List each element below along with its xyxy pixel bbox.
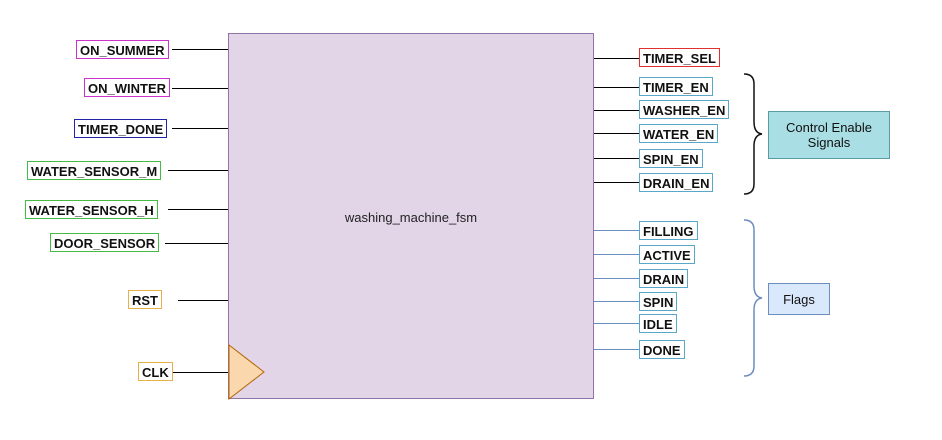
output-wire-filling: [594, 230, 639, 231]
input-label-water-sensor-m: WATER_SENSOR_M: [27, 161, 162, 180]
input-wire-water-sensor-h: [168, 209, 228, 210]
output-wire-idle: [594, 323, 639, 324]
input-label-on-summer: ON_SUMMER: [76, 40, 169, 59]
flags-label: Flags: [783, 291, 815, 307]
control-enable-brace-icon: [743, 73, 763, 195]
output-label-timer-sel: TIMER_SEL: [639, 48, 720, 67]
output-wire-timer-en: [594, 87, 639, 88]
output-wire-done: [594, 349, 639, 350]
output-label-spin-en: SPIN_EN: [639, 149, 703, 168]
control-enable-signals-box: Control Enable Signals: [768, 111, 890, 159]
output-label-spin: SPIN: [639, 292, 678, 311]
input-wire-timer-done: [172, 128, 228, 129]
input-label-clk: CLK: [138, 362, 173, 381]
fsm-module-block: washing_machine_fsm: [228, 33, 594, 399]
output-label-timer-en: TIMER_EN: [639, 77, 713, 96]
output-wire-spin: [594, 301, 639, 302]
input-label-on-winter: ON_WINTER: [84, 78, 170, 97]
flags-box: Flags: [768, 283, 830, 315]
input-wire-door-sensor: [165, 243, 228, 244]
module-name: washing_machine_fsm: [344, 210, 478, 225]
output-label-washer-en: WASHER_EN: [639, 100, 730, 119]
input-wire-rst: [178, 300, 228, 301]
input-wire-clk: [172, 372, 228, 373]
output-wire-drain-en: [594, 182, 639, 183]
output-label-idle: IDLE: [639, 314, 677, 333]
output-label-water-en: WATER_EN: [639, 124, 719, 143]
input-wire-water-sensor-m: [168, 170, 228, 171]
output-label-filling: FILLING: [639, 221, 698, 240]
output-label-active: ACTIVE: [639, 245, 695, 264]
input-wire-on-summer: [172, 49, 228, 50]
output-wire-washer-en: [594, 110, 639, 111]
clock-triangle-icon: [228, 344, 265, 400]
input-wire-on-winter: [172, 88, 228, 89]
control-enable-signals-label: Control Enable Signals: [786, 120, 872, 150]
output-label-drain-en: DRAIN_EN: [639, 173, 714, 192]
output-label-done: DONE: [639, 340, 685, 359]
output-label-drain: DRAIN: [639, 269, 689, 288]
flags-brace-icon: [743, 219, 763, 377]
input-label-rst: RST: [128, 290, 162, 309]
output-wire-drain: [594, 278, 639, 279]
input-label-water-sensor-h: WATER_SENSOR_H: [25, 200, 158, 219]
output-wire-timer-sel: [594, 58, 639, 59]
output-wire-spin-en: [594, 158, 639, 159]
input-label-door-sensor: DOOR_SENSOR: [50, 233, 160, 252]
input-label-timer-done: TIMER_DONE: [74, 119, 168, 138]
output-wire-water-en: [594, 133, 639, 134]
output-wire-active: [594, 254, 639, 255]
